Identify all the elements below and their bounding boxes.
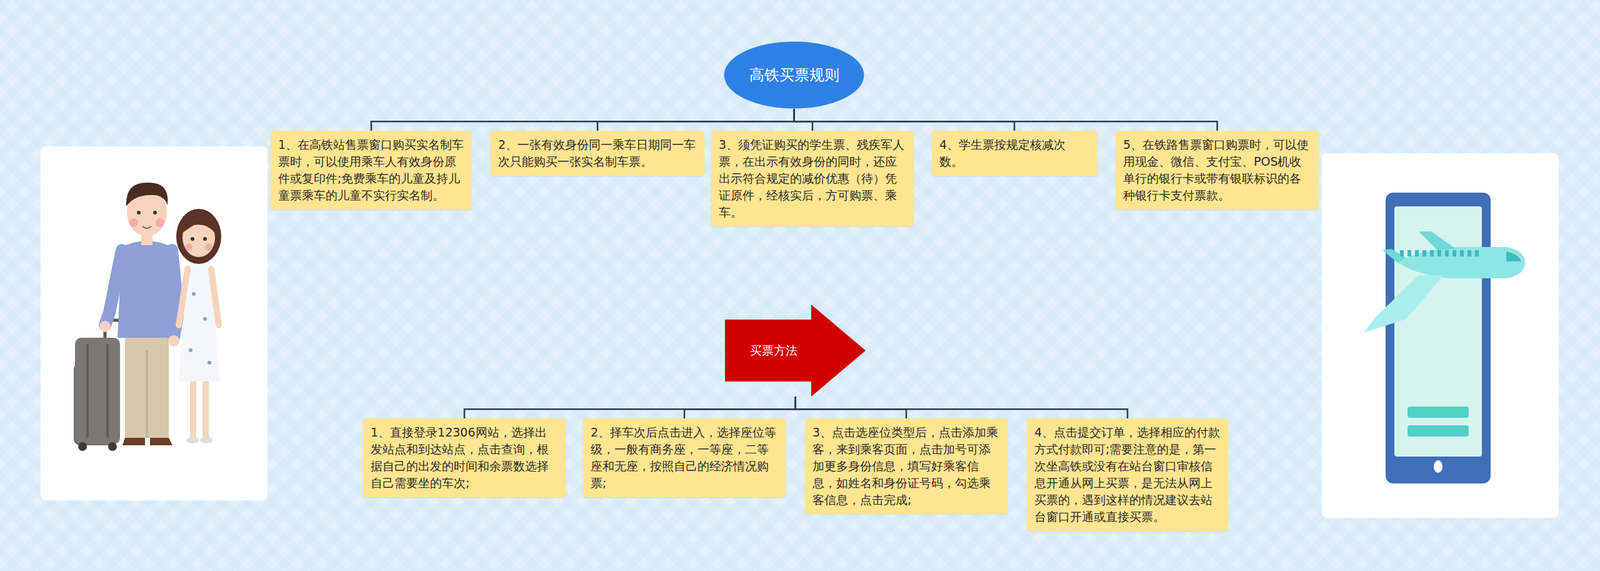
tree-connector	[795, 396, 1129, 419]
box-text: 3、点击选座位类型后，点击添加乘客，来到乘客页面，点击加号可添加更多身份信息，填…	[812, 423, 1000, 509]
shape-label: 买票方法	[750, 342, 798, 359]
box-text: 1、直接登录12306网站，选择出发站点和到达站点，点击查询，根据自己的出发的时…	[370, 423, 559, 492]
arrow-shape: 买票方法	[725, 304, 866, 397]
box-text: 2、择车次后点击进入，选择座位等级，一般有商务座，一等座，二等座和无座，按照自己…	[590, 423, 779, 492]
tree-connector	[794, 108, 814, 131]
rule-box: 2、一张有效身份同一乘车日期同一车次只能购买一张实名制车票。	[490, 130, 705, 176]
tree-connector	[597, 108, 795, 131]
box-text: 4、点击提交订单，选择相应的付款方式付款即可;需要注意的是，第一次坐高铁或没有在…	[1034, 423, 1221, 525]
step-box: 4、点击提交订单，选择相应的付款方式付款即可;需要注意的是，第一次坐高铁或没有在…	[1026, 418, 1229, 531]
tree-connector	[684, 396, 796, 419]
rule-box: 5、在铁路售票窗口购票时，可以使用现金、微信、支付宝、POS机收单行的银行卡或带…	[1115, 130, 1319, 210]
tree-connector	[371, 108, 795, 131]
title-ellipse: 高铁买票规则	[723, 41, 865, 109]
couple-illustration	[40, 146, 268, 500]
phone-plane-illustration	[1321, 153, 1559, 518]
step-box: 2、择车次后点击进入，选择座位等级，一般有商务座，一等座，二等座和无座，按照自己…	[583, 418, 786, 497]
box-text: 2、一张有效身份同一乘车日期同一车次只能购买一张实名制车票。	[498, 136, 697, 170]
tree-connector	[464, 396, 796, 419]
step-box: 3、点击选座位类型后，点击添加乘客，来到乘客页面，点击加号可添加更多身份信息，填…	[805, 418, 1008, 514]
step-box: 1、直接登录12306网站，选择出发站点和到达站点，点击查询，根据自己的出发的时…	[363, 418, 566, 497]
rule-box: 1、在高铁站售票窗口购买实名制车票时，可以使用乘车人有效身份原件或复印件;免费乘…	[270, 130, 472, 210]
rule-box: 3、须凭证购买的学生票、残疾军人票，在出示有效身份的同时，还应出示符合规定的减价…	[711, 130, 914, 227]
box-text: 4、学生票按规定核减次数。	[939, 136, 1090, 170]
tree-connector	[795, 396, 907, 419]
tree-connector	[794, 108, 1015, 131]
rule-box: 4、学生票按规定核减次数。	[931, 130, 1097, 176]
box-text: 5、在铁路售票窗口购票时，可以使用现金、微信、支付宝、POS机收单行的银行卡或带…	[1123, 136, 1312, 204]
box-text: 1、在高铁站售票窗口购买实名制车票时，可以使用乘车人有效身份原件或复印件;免费乘…	[278, 136, 465, 204]
box-text: 3、须凭证购买的学生票、残疾军人票，在出示有效身份的同时，还应出示符合规定的减价…	[718, 136, 907, 221]
shape-label: 高铁买票规则	[749, 65, 840, 85]
tree-connector	[794, 108, 1218, 131]
